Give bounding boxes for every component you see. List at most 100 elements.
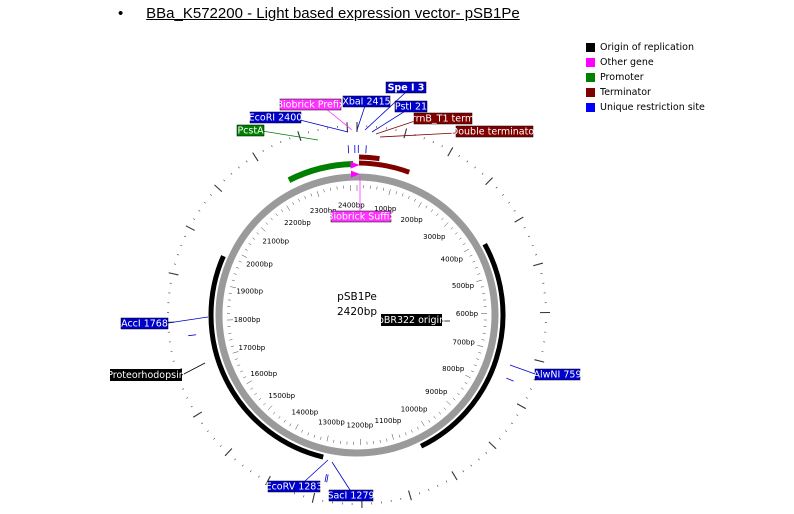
outer-tick-mark — [193, 218, 196, 220]
inner-tick-mark — [386, 438, 388, 442]
inner-tick-mark — [252, 237, 255, 240]
outer-tick-mark — [447, 147, 454, 157]
legend-swatch — [586, 88, 595, 97]
outer-tick-mark — [346, 122, 349, 133]
inner-tick-mark — [443, 407, 447, 411]
label-pbr322-origin[interactable]: pBR322 origin — [378, 314, 445, 326]
legend-item: Promoter — [586, 70, 705, 85]
inner-tick-mark — [275, 213, 278, 217]
inner-tick-mark — [465, 374, 471, 379]
inner-tick-mark — [289, 423, 292, 427]
label-pcsta[interactable]: PcstA — [236, 124, 265, 137]
outer-tick-mark — [418, 492, 421, 495]
label-text: AccI 1768 — [121, 319, 168, 330]
outer-tick-mark — [190, 405, 193, 408]
outer-tick-mark — [523, 226, 526, 229]
leader-line — [304, 459, 329, 482]
origin-arc — [419, 242, 506, 449]
label-ecori[interactable]: EcoRI 2400 — [249, 111, 303, 124]
legend-item: Terminator — [586, 85, 705, 100]
inner-tick-mark — [401, 193, 404, 197]
inner-tick-mark — [323, 189, 325, 193]
outer-tick-mark — [529, 388, 532, 390]
inner-tick-mark — [476, 279, 483, 282]
inner-tick-mark — [433, 416, 436, 419]
inner-tick-mark — [304, 195, 306, 199]
inner-tick-mark — [329, 187, 332, 191]
outer-tick-mark — [303, 495, 305, 498]
outer-tick-mark — [234, 458, 236, 461]
inner-tick-mark — [408, 195, 410, 199]
label-biobrick-suffix[interactable]: Biobrick Suffix — [327, 210, 396, 223]
legend-label: Promoter — [600, 72, 644, 83]
label-alwni[interactable]: AlwNI 759 — [534, 368, 582, 381]
outer-tick-mark — [168, 272, 179, 276]
inner-tick-mark — [398, 434, 401, 438]
label-acci[interactable]: AccI 1768 — [120, 317, 169, 330]
label-box — [413, 112, 473, 125]
label-box — [342, 95, 391, 108]
inner-tick-mark — [395, 191, 398, 195]
label-text: pBR322 origin — [378, 315, 445, 326]
restriction-site-mark — [326, 474, 329, 483]
label-spei[interactable]: Spe I 3 — [385, 81, 427, 94]
outer-tick-mark — [533, 262, 544, 267]
label-text: EcoRI 2400 — [249, 113, 303, 124]
label-ecorv[interactable]: EcoRV 1283 — [266, 480, 323, 493]
outer-tick-mark — [198, 209, 201, 212]
outer-tick-mark — [408, 490, 412, 501]
label-box — [385, 81, 427, 94]
label-biobrick-prefix[interactable]: Biobrick Prefix — [277, 98, 345, 111]
inner-tick-mark — [248, 243, 252, 246]
inner-tick-mark — [454, 232, 458, 235]
outer-tick-mark — [185, 225, 195, 231]
label-text: AlwNI 759 — [534, 370, 582, 381]
outer-tick-mark — [201, 422, 204, 425]
inner-tick-mark — [228, 292, 232, 294]
outer-tick-mark — [474, 166, 476, 169]
restriction-site-mark — [324, 474, 327, 483]
outer-tick-mark — [432, 141, 434, 144]
inner-tick-mark — [413, 198, 416, 202]
outer-tick-mark — [527, 235, 530, 238]
plasmid-name: pSB1Pe — [337, 291, 377, 303]
label-rrnb-t1-term[interactable]: rrnB_T1 term — [412, 112, 474, 125]
terminator-arc — [358, 154, 380, 162]
inner-tick-mark — [477, 345, 484, 347]
tick-label: 2400bp — [338, 202, 365, 210]
terminator-arc — [358, 160, 411, 175]
tick-label: 1500bp — [268, 392, 295, 400]
legend-swatch — [586, 43, 595, 52]
legend-swatch — [586, 58, 595, 67]
inner-tick-mark — [244, 248, 248, 251]
outer-tick-mark — [535, 254, 538, 256]
outer-tick-mark — [176, 254, 179, 256]
label-double-terminator[interactable]: Double terminator — [451, 125, 538, 138]
inner-tick-mark — [436, 213, 439, 217]
label-xbai[interactable]: XbaI 2415 — [342, 95, 391, 108]
outer-tick-mark — [262, 149, 264, 152]
inner-tick-mark — [472, 260, 476, 263]
heading-title[interactable]: BBa_K572200 - Light based expression vec… — [146, 5, 520, 22]
outer-tick-mark — [437, 484, 439, 487]
label-box — [534, 368, 581, 381]
label-text: Double terminator — [451, 127, 538, 138]
outer-tick-mark — [481, 172, 484, 175]
outer-tick-mark — [531, 244, 534, 247]
label-saci[interactable]: SacI 1279 — [327, 489, 375, 502]
outer-tick-mark — [223, 179, 226, 182]
label-proteorhodopsin[interactable]: Proteorhodopsin — [107, 369, 185, 381]
inner-tick-mark — [278, 416, 281, 419]
label-text: PstI 21 — [395, 102, 427, 113]
outer-tick-mark — [173, 263, 177, 265]
label-box — [394, 100, 428, 113]
inner-tick-mark — [452, 397, 456, 401]
outer-tick-mark — [470, 464, 473, 467]
outer-tick-mark — [293, 492, 296, 495]
label-text: PcstA — [237, 126, 264, 137]
label-box — [249, 111, 302, 124]
inner-tick-mark — [236, 266, 239, 269]
label-psti[interactable]: PstI 21 — [394, 100, 428, 113]
outer-tick-mark — [238, 166, 240, 169]
